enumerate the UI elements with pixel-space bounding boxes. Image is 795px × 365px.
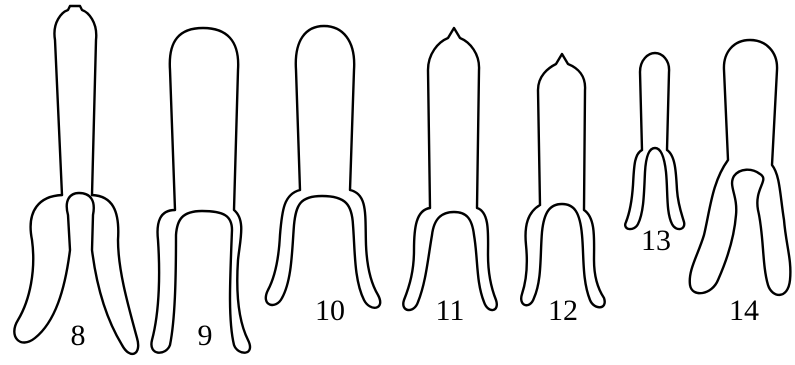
- specimen-13-label: 13: [641, 224, 671, 257]
- specimen-12: 12: [521, 54, 605, 327]
- specimen-8-stem: [54, 6, 96, 195]
- specimen-9: 9: [151, 28, 250, 353]
- specimen-11: 11: [403, 28, 497, 327]
- specimen-10-label: 10: [315, 294, 345, 327]
- specimen-14-body: [690, 40, 791, 295]
- specimen-12-label: 12: [548, 294, 578, 327]
- specimen-14: 14: [690, 40, 791, 327]
- specimen-12-body: [521, 54, 605, 307]
- specimen-13-body: [625, 53, 684, 229]
- specimen-10-body: [266, 26, 380, 308]
- specimen-8-label: 8: [71, 319, 86, 352]
- specimen-11-body: [403, 28, 497, 310]
- specimen-9-body: [151, 28, 250, 353]
- specimen-10: 10: [266, 26, 380, 327]
- specimen-8: 8: [14, 6, 138, 354]
- specimen-14-label: 14: [729, 294, 759, 327]
- specimen-9-label: 9: [198, 319, 213, 352]
- specimen-13: 13: [625, 53, 684, 257]
- specimen-11-label: 11: [436, 294, 465, 327]
